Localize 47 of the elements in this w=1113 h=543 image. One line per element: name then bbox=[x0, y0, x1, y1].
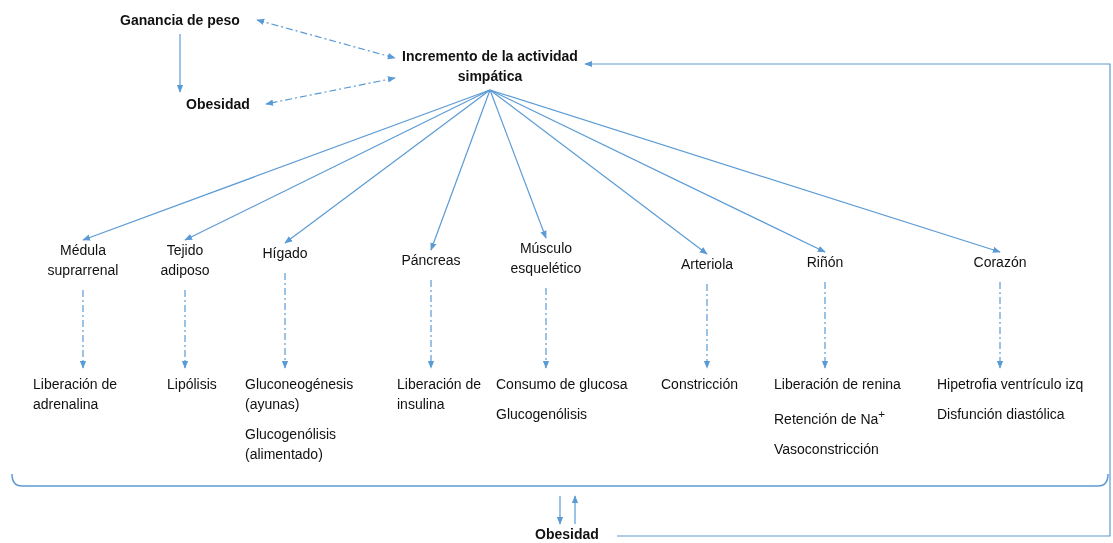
organ-label: Tejido adiposo bbox=[143, 240, 227, 280]
arrow bbox=[556, 495, 564, 525]
bracket-shape bbox=[10, 472, 1110, 490]
arrow bbox=[489, 89, 1001, 253]
arrow bbox=[82, 89, 491, 241]
arrow bbox=[79, 289, 87, 369]
effect-text: Retención de Na$^{+}$ bbox=[774, 406, 887, 429]
effect-text: Liberación de renina bbox=[774, 375, 902, 394]
effect-text: Hipetrofia ventrículo izq bbox=[937, 375, 1085, 394]
arrow bbox=[489, 89, 708, 255]
heading-label: Ganancia de peso bbox=[103, 10, 257, 30]
organ-label: Médula suprarrenal bbox=[38, 240, 128, 280]
effect-text: Vasoconstricción bbox=[774, 439, 880, 459]
effect-text: Consumo de glucosa bbox=[496, 375, 629, 394]
effect-text: Glucogenólisis (alimentado) bbox=[245, 425, 338, 464]
arrow bbox=[571, 495, 579, 525]
arrow bbox=[427, 279, 435, 369]
arrow bbox=[996, 281, 1004, 369]
arrow bbox=[181, 289, 189, 369]
heading-label: Obesidad bbox=[517, 524, 617, 543]
arrow bbox=[265, 76, 396, 106]
effect-text: Liberación de insulina bbox=[397, 374, 483, 414]
organ-label: Arteriola bbox=[662, 254, 752, 274]
arrow bbox=[176, 33, 184, 93]
effect-text: Lipólisis bbox=[167, 374, 237, 394]
arrow bbox=[584, 60, 1111, 537]
arrow bbox=[430, 89, 491, 251]
organ-label: Hígado bbox=[245, 243, 325, 263]
organ-label: Músculo esquelético bbox=[496, 238, 596, 278]
organ-label: Páncreas bbox=[386, 250, 476, 270]
arrow bbox=[489, 89, 826, 253]
arrow bbox=[821, 281, 829, 369]
organ-label: Corazón bbox=[955, 252, 1045, 272]
arrow bbox=[542, 287, 550, 369]
arrow bbox=[256, 18, 396, 60]
heading-label: Obesidad bbox=[170, 94, 266, 114]
effect-text: Disfunción diastólica bbox=[937, 405, 1066, 424]
effect-text: Liberación de adrenalina bbox=[33, 374, 137, 414]
arrow bbox=[281, 272, 289, 369]
arrow bbox=[703, 283, 711, 369]
effect-text: Gluconeogénesis (ayunas) bbox=[245, 375, 355, 414]
arrow bbox=[284, 89, 491, 244]
heading-label: Incremento de la actividad simpática bbox=[395, 46, 585, 90]
effect-text: Glucogenólisis bbox=[496, 405, 589, 424]
effect-text: Constricción bbox=[661, 374, 761, 394]
arrow bbox=[489, 89, 547, 239]
organ-label: Riñón bbox=[780, 252, 870, 272]
